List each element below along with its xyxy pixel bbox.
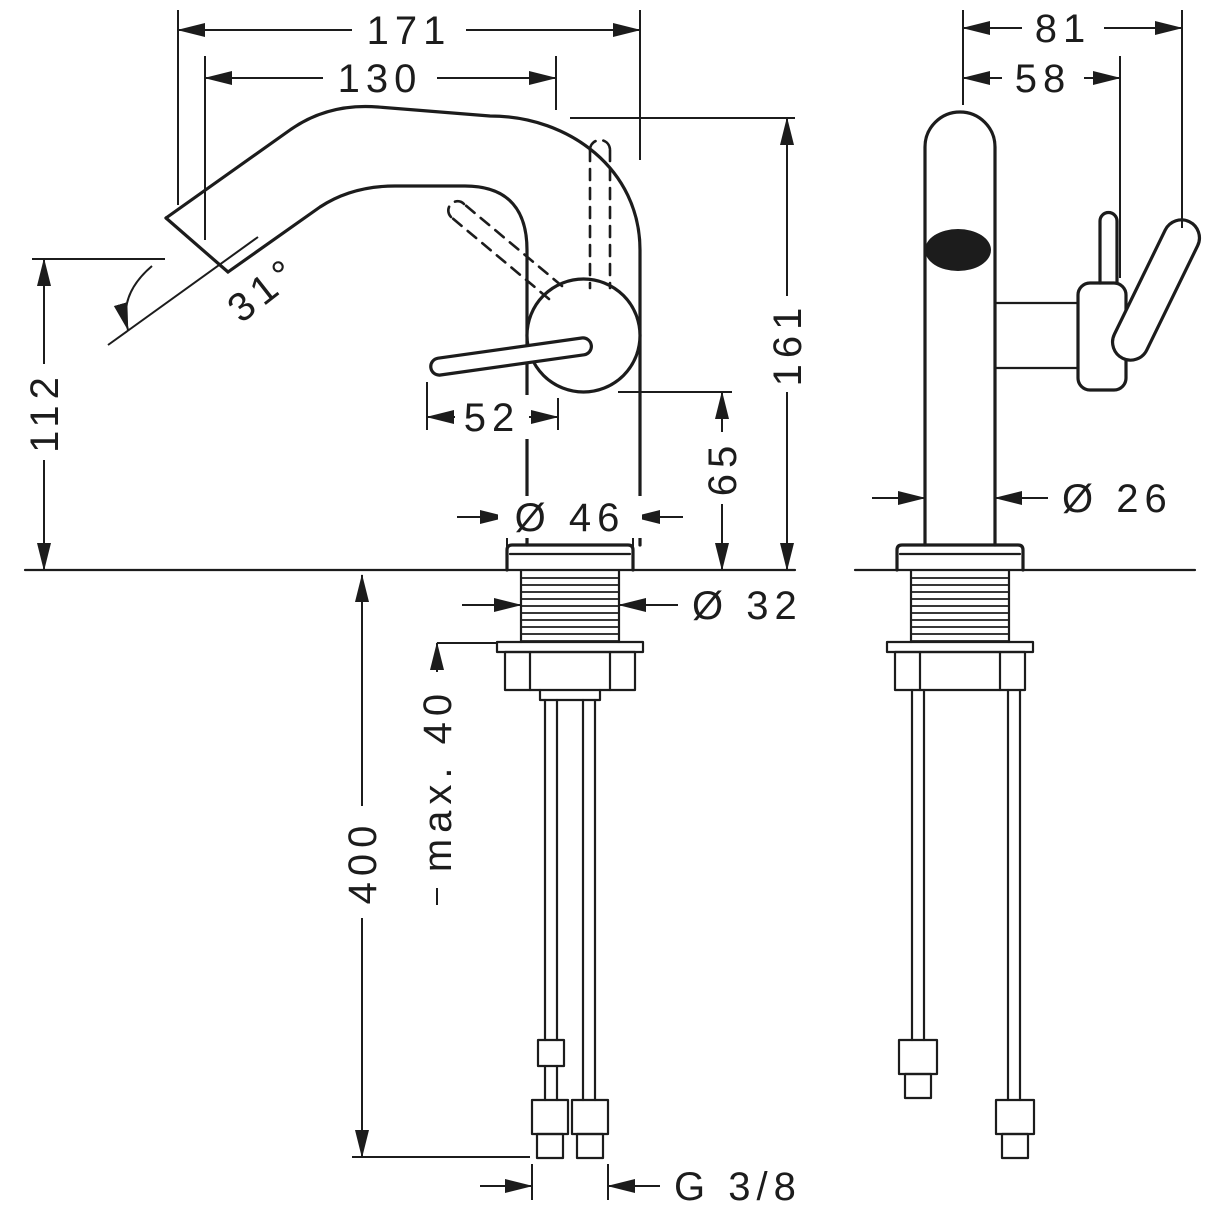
front-base <box>505 543 635 572</box>
dim-outlet-height-label: 65 <box>701 440 745 497</box>
handle-blade <box>1110 218 1202 362</box>
side-handle-assembly <box>993 210 1202 392</box>
side-base <box>895 543 1025 572</box>
aerator-outlet <box>925 229 991 271</box>
dimension-130: 130 <box>204 56 557 240</box>
dimension-171: 171 <box>177 8 641 205</box>
dimension-112: 112 <box>22 258 165 571</box>
handle-pin <box>1098 210 1119 285</box>
dim-body-diameter-label: Ø 26 <box>1062 477 1173 521</box>
side-body-outline <box>923 110 997 547</box>
dimension-d32: Ø 32 <box>462 584 803 628</box>
side-shank-threads <box>909 569 1011 644</box>
dim-connection-thread-label: G 3/8 <box>674 1165 802 1209</box>
side-mounting-nut <box>885 640 1035 692</box>
dim-max-mount-label: max. 40 <box>416 688 460 872</box>
handle-lever <box>429 336 593 377</box>
dim-handle-length-label: 52 <box>464 396 521 440</box>
dimension-d26: Ø 26 <box>872 477 1173 521</box>
dimension-65: 65 <box>618 391 745 571</box>
front-shank-threads <box>519 569 621 644</box>
dimension-400: 400 <box>340 574 530 1158</box>
dimension-max40: max. 40 <box>415 642 497 905</box>
front-mounting-nut <box>495 640 645 702</box>
side-supply-hoses <box>897 688 1036 1160</box>
dimension-161: 161 <box>570 117 810 571</box>
front-view: 31° <box>23 104 797 1160</box>
dim-spout-height-label: 112 <box>23 371 67 453</box>
dim-depth-body-label: 58 <box>1015 57 1072 101</box>
spout-angle-label: 31° <box>220 248 309 331</box>
dimension-58: 58 <box>962 56 1121 278</box>
dimension-52: 52 <box>426 382 559 440</box>
dim-total-height-label: 161 <box>766 302 810 387</box>
handle-alt-positions <box>447 138 612 301</box>
dim-depth-total-label: 81 <box>1035 7 1092 51</box>
dim-hose-length-label: 400 <box>341 820 385 905</box>
dim-base-diameter-label: Ø 46 <box>515 496 626 540</box>
dim-shank-diameter-label: Ø 32 <box>692 584 803 628</box>
dimension-d46: Ø 46 <box>457 496 683 547</box>
dimension-81: 81 <box>962 6 1183 228</box>
side-view <box>853 110 1202 1160</box>
front-supply-hoses <box>530 698 610 1160</box>
cartridge-housing <box>525 277 642 394</box>
spout-tip-face <box>164 216 230 274</box>
dim-total-width-label: 171 <box>367 9 452 53</box>
dimension-g38: G 3/8 <box>480 1164 802 1209</box>
spout-and-body-outline <box>164 104 642 547</box>
dim-spout-reach-label: 130 <box>338 57 423 101</box>
